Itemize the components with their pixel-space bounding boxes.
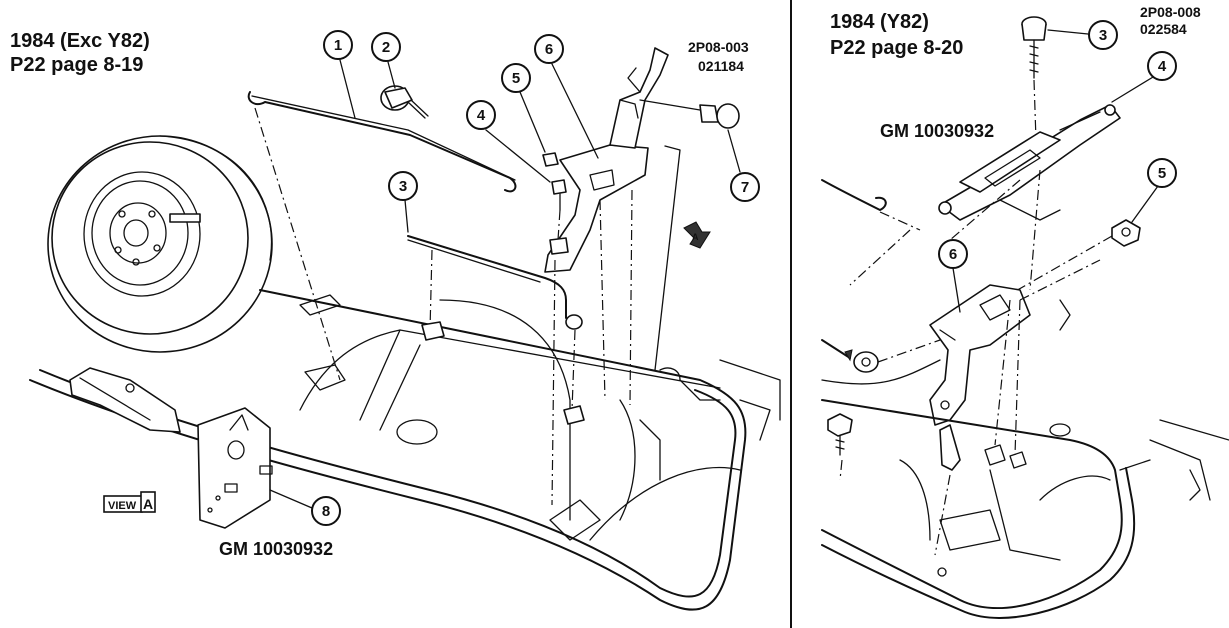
wing-bolt-3-illustration: [1021, 16, 1047, 141]
bracket-6-right-illustration: [929, 259, 1101, 556]
svg-text:7: 7: [741, 179, 749, 196]
right-leader-lines: [952, 29, 1159, 313]
bracket-6-illustration: [544, 47, 681, 506]
right-callout-5: 5: [1147, 158, 1177, 188]
rod-right-illustration: [821, 179, 921, 286]
left-code-line1: 2P08-003: [688, 39, 749, 55]
svg-text:1: 1: [334, 37, 342, 54]
callout-8: 8: [311, 496, 341, 526]
jack-right-illustration: [938, 104, 1121, 291]
right-code-line1: 2P08-008: [1140, 4, 1201, 20]
callout-7: 7: [730, 172, 760, 202]
bolt-4-illustration: [549, 179, 569, 255]
left-code-line2: 021184: [698, 58, 744, 74]
view-label: VIEW: [108, 500, 137, 512]
svg-text:4: 4: [477, 107, 486, 124]
callout-6: 6: [534, 34, 564, 64]
rod-1-illustration: [247, 91, 517, 381]
svg-text:3: 3: [399, 178, 407, 195]
svg-text:2: 2: [382, 39, 390, 56]
nut-5-illustration: [542, 152, 559, 167]
svg-text:5: 5: [512, 70, 520, 87]
svg-text:3: 3: [1099, 27, 1107, 44]
knob-2-illustration: [380, 85, 429, 119]
rod-3-illustration: [407, 235, 585, 425]
view-a-arrow: A: [683, 221, 711, 249]
callout-1: 1: [323, 30, 353, 60]
left-title-line1: 1984 (Exc Y82): [10, 30, 150, 52]
knob-7-illustration: [639, 99, 740, 129]
right-title-line1: 1984 (Y82): [830, 11, 929, 33]
callout-4: 4: [466, 100, 496, 130]
left-panel: 1984 (Exc Y82) P22 page 8-19 2P08-003 02…: [10, 30, 781, 611]
right-callout-3: 3: [1088, 20, 1118, 50]
right-code-line2: 022584: [1140, 21, 1187, 37]
svg-text:4: 4: [1158, 58, 1167, 75]
svg-text:5: 5: [1158, 165, 1166, 182]
bolt-right-lower-illustration: [827, 413, 853, 481]
view-a-box: VIEW A: [103, 491, 156, 513]
right-callout-4: 4: [1147, 51, 1177, 81]
svg-text:8: 8: [322, 503, 330, 520]
right-title-line2: P22 page 8-20: [830, 37, 963, 59]
spare-tire-illustration: [47, 135, 273, 353]
nut-right-side-illustration: [821, 339, 941, 373]
svg-text:6: 6: [949, 246, 957, 263]
right-part-number: GM 10030932: [880, 121, 994, 141]
arrow-letter: A: [692, 232, 699, 242]
jack-left-illustration: [69, 367, 273, 529]
left-leader-lines: [269, 59, 741, 509]
left-part-number: GM 10030932: [219, 539, 333, 559]
callout-2: 2: [371, 32, 401, 62]
left-title-line2: P22 page 8-19: [10, 54, 143, 76]
callout-5: 5: [501, 63, 531, 93]
right-callout-6: 6: [938, 239, 968, 269]
right-panel: 1984 (Y82) P22 page 8-20 2P08-008 022584…: [821, 4, 1229, 619]
nut-5-right-illustration: [999, 219, 1141, 301]
view-letter: A: [143, 496, 153, 512]
trunk-right-outline: [821, 299, 1229, 619]
svg-text:6: 6: [545, 41, 553, 58]
callout-3: 3: [388, 171, 418, 201]
